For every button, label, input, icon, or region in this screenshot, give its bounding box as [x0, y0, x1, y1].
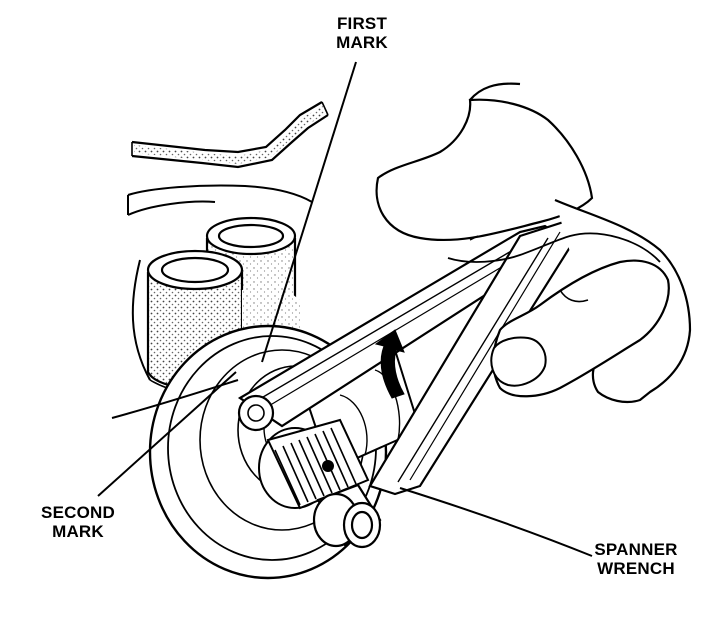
spline-nut — [258, 418, 370, 510]
spanner-wrench-label-line2: WRENCH — [597, 559, 675, 578]
rotation-arrow — [374, 329, 405, 399]
first-mark-label-line2: MARK — [336, 33, 388, 52]
spanner-wrench-label-line1: SPANNER — [594, 540, 678, 559]
reference-line — [111, 379, 239, 419]
hand — [375, 82, 692, 404]
shaft-end — [312, 483, 382, 549]
second-mark-leader — [97, 371, 237, 497]
spanner-wrench — [237, 218, 584, 496]
first-mark-leader — [261, 61, 357, 363]
first-mark-label-line1: FIRST — [336, 14, 388, 33]
second-mark-label: SECOND MARK — [28, 503, 128, 541]
second-mark-label-line2: MARK — [52, 522, 104, 541]
housing-top-shading — [134, 106, 326, 164]
spanner-wrench-leader — [399, 487, 593, 557]
housing-top — [131, 101, 329, 169]
spanner-wrench-label: SPANNER WRENCH — [580, 540, 692, 578]
first-mark-label: FIRST MARK — [322, 14, 402, 52]
leader-lines — [97, 61, 593, 557]
second-mark-label-line1: SECOND — [41, 503, 115, 522]
